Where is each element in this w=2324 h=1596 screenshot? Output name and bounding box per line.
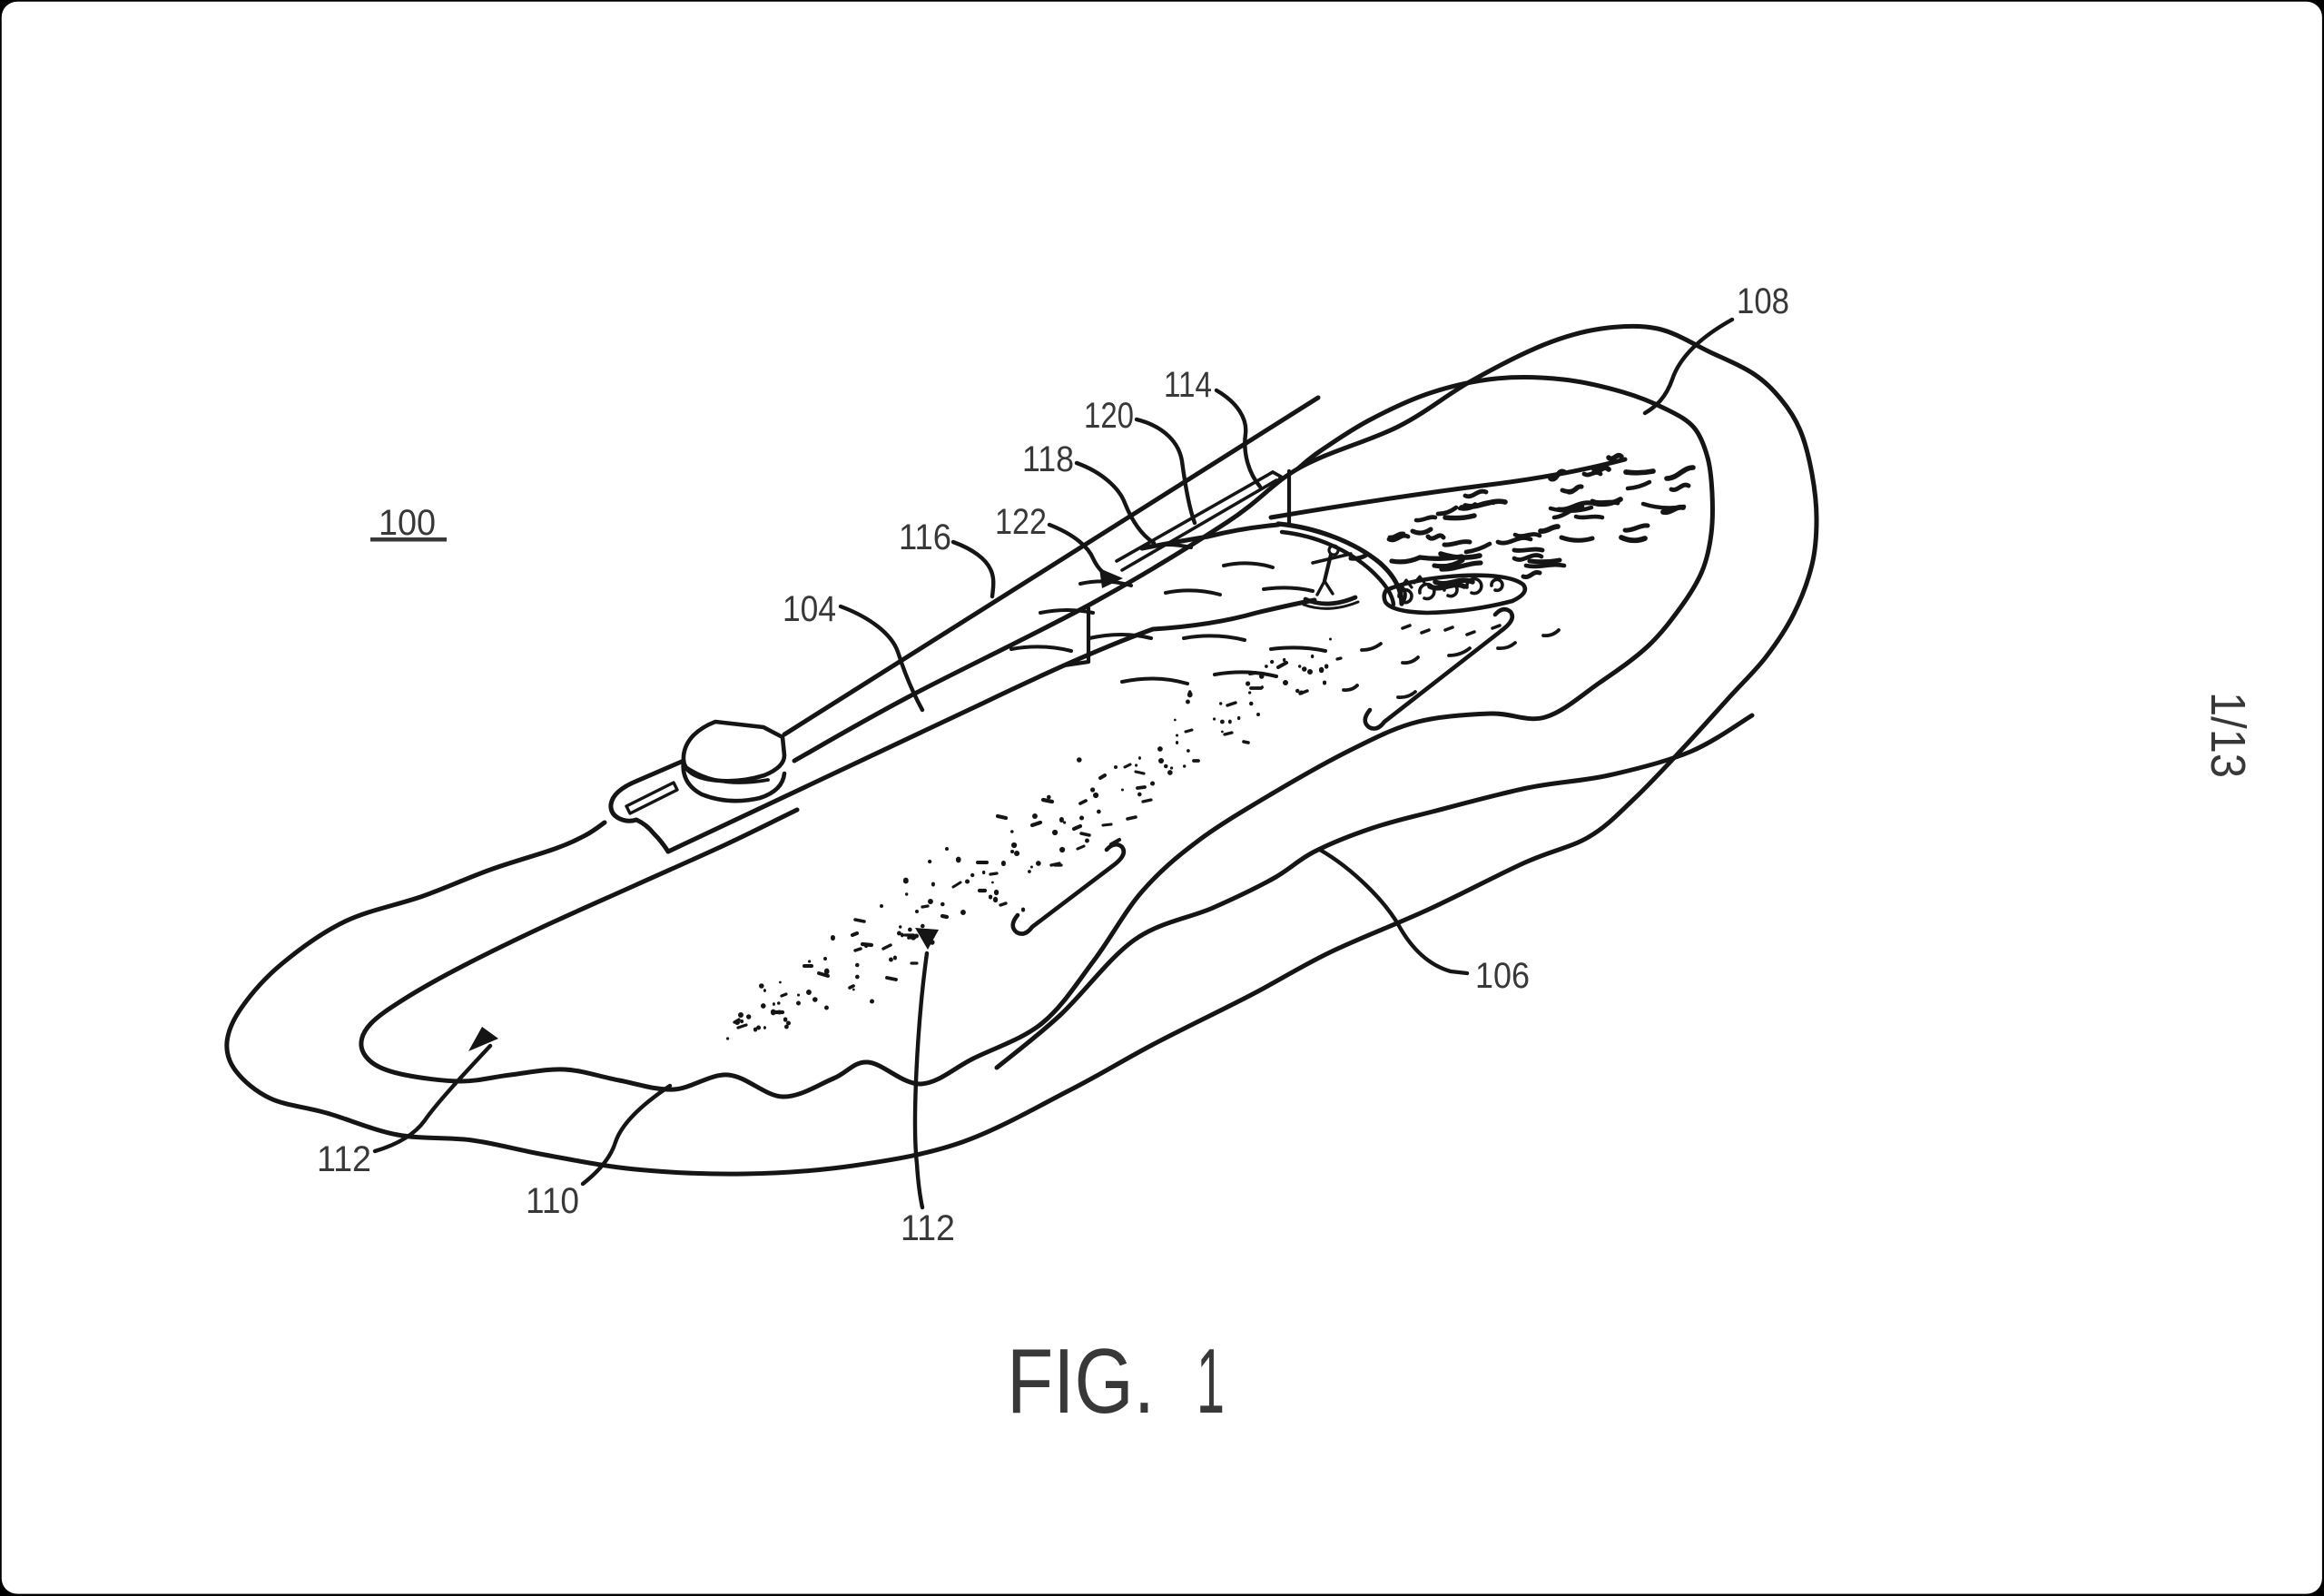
svg-text:114: 114 <box>1164 365 1212 405</box>
svg-text:112: 112 <box>317 1139 371 1179</box>
svg-text:110: 110 <box>526 1181 579 1221</box>
svg-text:104: 104 <box>783 589 836 629</box>
svg-text:112: 112 <box>901 1208 955 1248</box>
svg-text:FIG.: FIG. <box>1007 1331 1155 1433</box>
svg-text:106: 106 <box>1475 956 1530 996</box>
svg-text:108: 108 <box>1737 281 1789 321</box>
svg-text:1: 1 <box>1196 1331 1225 1433</box>
svg-text:1/13: 1/13 <box>2201 692 2255 778</box>
svg-text:122: 122 <box>995 502 1047 542</box>
svg-text:100: 100 <box>379 503 436 543</box>
svg-text:118: 118 <box>1022 439 1074 479</box>
svg-text:120: 120 <box>1084 396 1134 436</box>
svg-text:116: 116 <box>899 517 951 557</box>
